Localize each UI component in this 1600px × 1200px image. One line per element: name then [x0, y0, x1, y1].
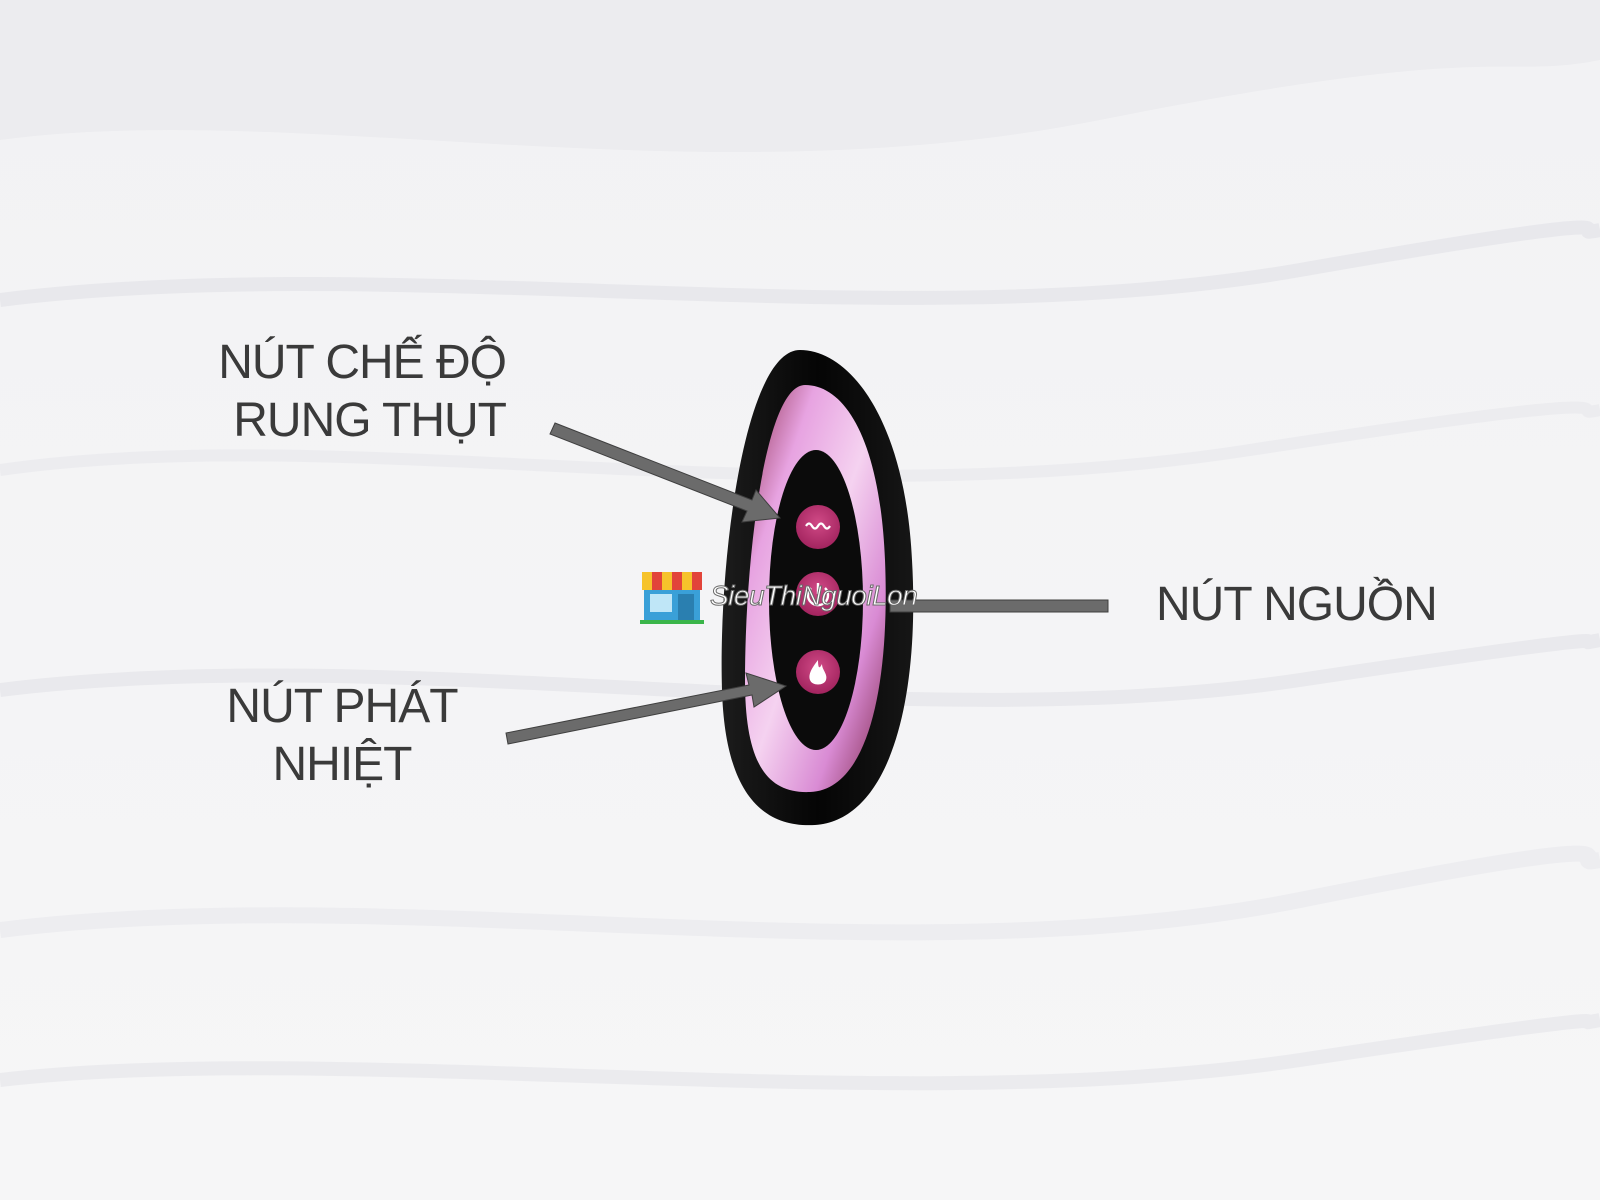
watermark: SieuThiNguoiLon: [640, 568, 918, 624]
power-button: [796, 572, 840, 616]
flame-button: [796, 650, 840, 694]
wave-button: [796, 505, 840, 549]
shop-storefront-icon: [640, 572, 704, 624]
arrow-power: [889, 599, 1109, 613]
mode-label-line2: RUNG THỤT: [233, 394, 507, 447]
watermark-text: SieuThiNguoiLon: [709, 580, 918, 612]
flame-icon: [809, 660, 827, 685]
heat-label-line1: NÚT PHÁT: [226, 680, 458, 733]
mode-label-line1: NÚT CHẾ ĐỘ: [218, 336, 507, 389]
power-icon: [806, 587, 830, 607]
arrow-heat: [505, 672, 788, 745]
mode-button-label: NÚT CHẾ ĐỘ RUNG THỤT: [210, 334, 507, 450]
arrow-mode: [549, 422, 781, 523]
wave-icon: [805, 522, 831, 530]
heat-label-line2: NHIỆT: [272, 738, 413, 791]
heat-button-label: NÚT PHÁT NHIỆT: [222, 678, 462, 794]
power-button-label: NÚT NGUỒN: [1156, 578, 1438, 631]
